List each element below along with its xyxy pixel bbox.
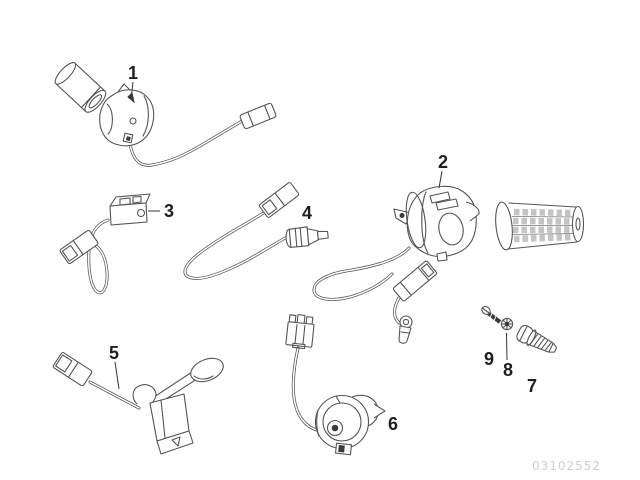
round-switch-body [314, 394, 386, 456]
part-1-connector [239, 102, 277, 130]
part-2-ring-terminal [398, 315, 413, 344]
micro-switch-body [109, 193, 151, 226]
watermark: 03102552 [532, 459, 601, 473]
part-8-label: 8 [503, 360, 513, 380]
part-2-right-switch-assembly: 2 [312, 152, 585, 344]
switch-housing-right [393, 185, 480, 262]
part-1-label: 1 [128, 63, 138, 83]
part-5-label: 5 [109, 343, 119, 363]
part-7-label: 7 [527, 376, 537, 396]
part-4-label: 4 [302, 203, 312, 223]
part-4-wiring-lead: 4 [183, 182, 329, 280]
part-3-micro-switch: 3 [59, 193, 174, 295]
switch-housing [99, 83, 155, 147]
part-4-socket [285, 226, 329, 248]
part-6-cable [291, 346, 319, 432]
part-1-left-switch-assembly: 1 [54, 62, 277, 167]
part-5-choke-lever: 5 [52, 343, 224, 455]
part-5-connector [52, 352, 93, 387]
part-6-connector [285, 314, 315, 350]
part-9-screw: 9 [481, 305, 502, 369]
part-7-bolt: 7 [516, 324, 558, 396]
part-2-label: 2 [438, 152, 448, 172]
grip-tube [54, 62, 107, 113]
part-6-label: 6 [388, 414, 398, 434]
part-3-label: 3 [164, 201, 174, 221]
choke-lever-bracket [132, 357, 224, 455]
part-6-round-switch: 6 [285, 314, 398, 456]
part-4-plug-connector [258, 182, 300, 218]
part-2-connector [392, 260, 438, 302]
part-3-connector [59, 229, 99, 265]
part-8-nut: 8 [500, 317, 514, 380]
part-9-label: 9 [484, 349, 494, 369]
throttle-grip [495, 201, 585, 251]
